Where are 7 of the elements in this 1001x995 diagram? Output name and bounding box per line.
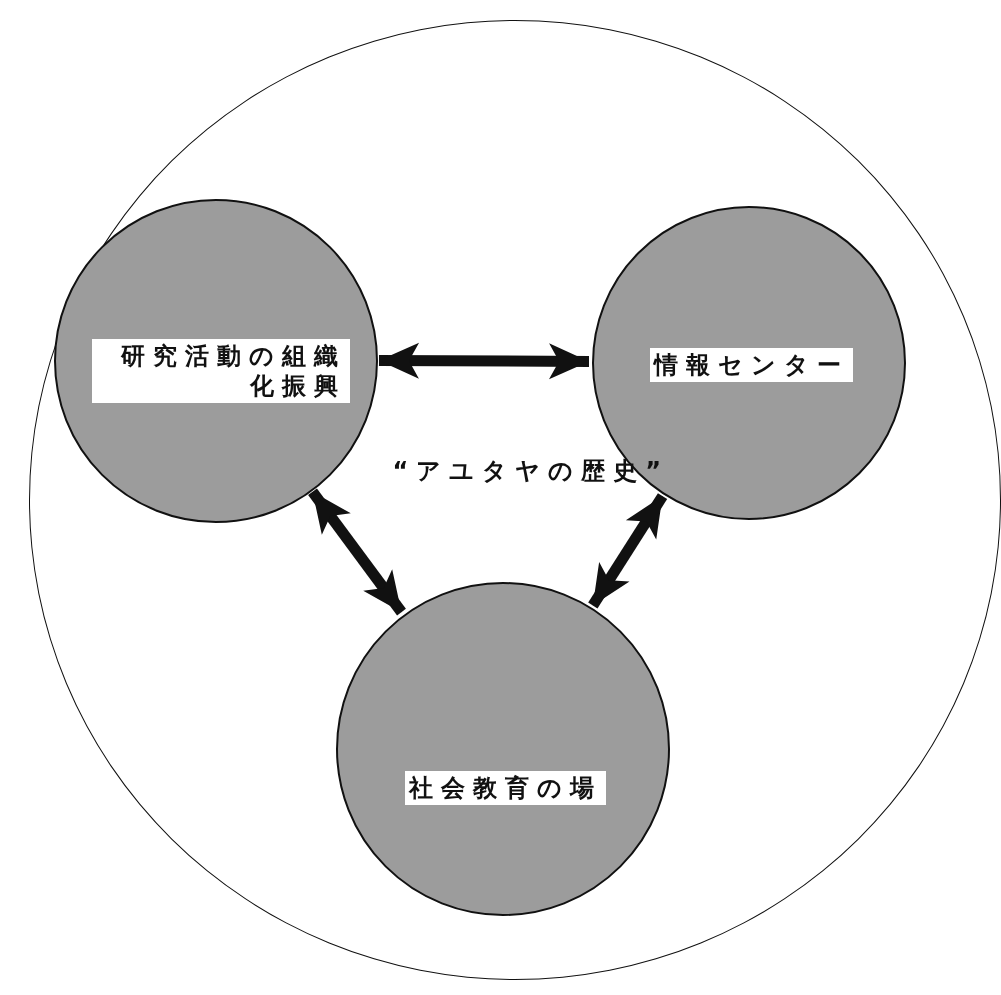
double-arrow	[308, 488, 406, 616]
double-arrow	[588, 493, 668, 609]
circle-label: 情報センター	[649, 348, 853, 382]
circle-label: 研究活動の組織化振興	[92, 339, 350, 403]
title-text: “アユタヤの歴史”	[392, 456, 670, 486]
circle-label: 社会教育の場	[404, 771, 606, 805]
double-arrow	[379, 342, 589, 380]
